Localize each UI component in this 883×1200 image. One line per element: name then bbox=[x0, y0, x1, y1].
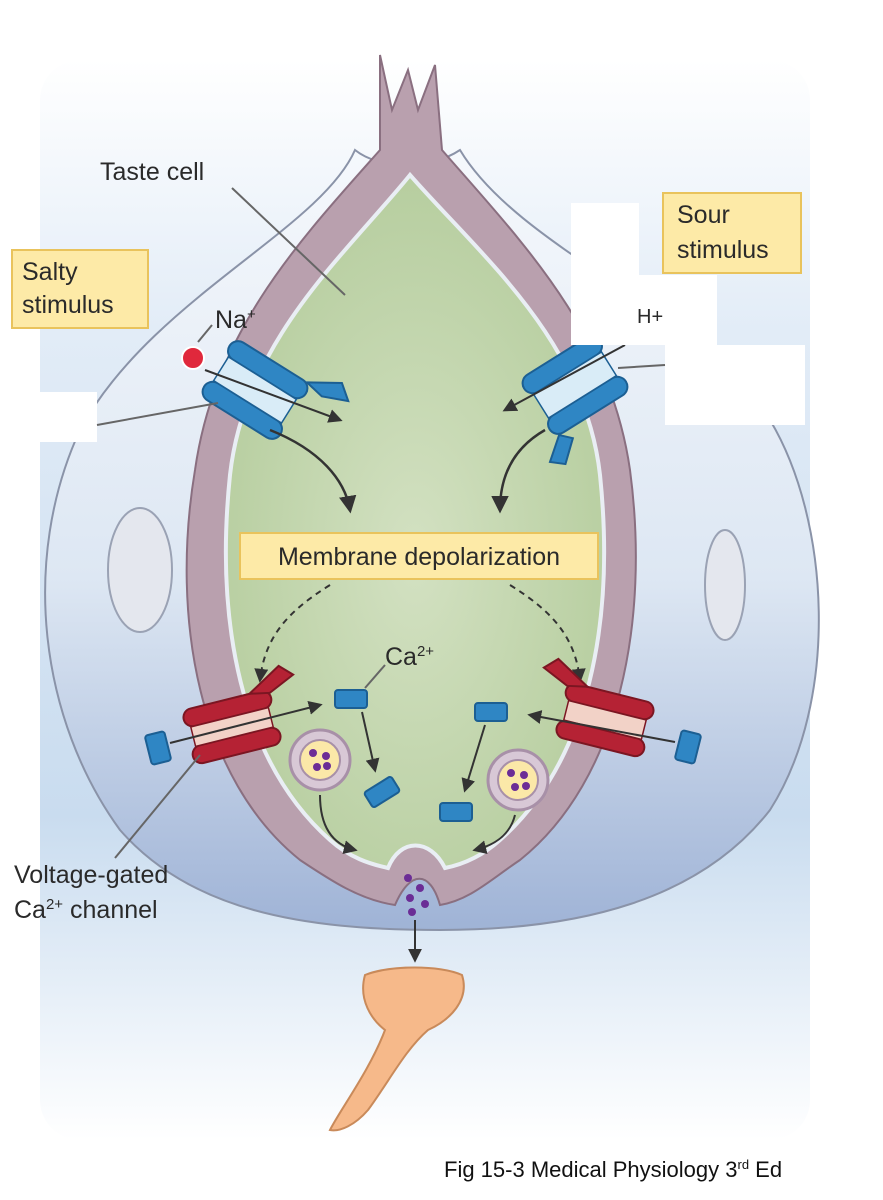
arrow-vesicle-to-release-right bbox=[472, 814, 516, 855]
calcium-ion bbox=[674, 729, 702, 765]
arrow-vesicle-to-release-left bbox=[319, 794, 358, 855]
arrow-depolarization-to-ca-channel-left bbox=[254, 584, 331, 683]
proton-influx-arrow bbox=[502, 344, 626, 412]
salty-stimulus-label-line1: Salty bbox=[22, 258, 78, 286]
support-cell-nucleus-right bbox=[704, 529, 746, 641]
channel-leader-left bbox=[96, 402, 219, 426]
vgcc-label-line1: Voltage-gated bbox=[14, 861, 168, 889]
calcium-influx-arrow bbox=[169, 700, 323, 744]
redacted-patch bbox=[571, 275, 717, 345]
synaptic-vesicle bbox=[486, 748, 550, 812]
h-plus-label: H+ bbox=[637, 306, 663, 328]
calcium-ion bbox=[144, 730, 172, 766]
proton-channel bbox=[521, 335, 629, 466]
sodium-influx-arrow bbox=[204, 369, 343, 423]
calcium-diffusion-arrow bbox=[361, 711, 380, 773]
calcium-ion bbox=[439, 802, 473, 822]
calcium-ion bbox=[334, 689, 368, 709]
arrow-salty-to-depolarization bbox=[269, 428, 357, 514]
redacted-patch bbox=[665, 345, 805, 425]
arrow-depolarization-to-ca-channel-right bbox=[509, 584, 586, 683]
redacted-patch bbox=[571, 203, 639, 275]
calcium-diffusion-arrow bbox=[461, 724, 486, 793]
vgcc-label-line2: Ca2+ channel bbox=[14, 896, 158, 924]
vgcc-leader bbox=[114, 754, 201, 859]
taste-cell-label: Taste cell bbox=[100, 158, 204, 186]
salty-stimulus-label-line2: stimulus bbox=[22, 291, 114, 319]
ca-label: Ca2+ bbox=[385, 643, 434, 671]
synaptic-vesicle bbox=[288, 728, 352, 792]
arrow-sour-to-depolarization bbox=[491, 428, 546, 514]
na-label: Na+ bbox=[215, 306, 256, 334]
sour-stimulus-label-line1: Sour bbox=[677, 201, 730, 229]
salty-stimulus-box bbox=[11, 249, 149, 329]
ca-channel-right bbox=[542, 657, 655, 758]
support-cell-nucleus-left bbox=[107, 507, 173, 633]
released-neurotransmitter bbox=[404, 874, 429, 916]
taste-cell-leader bbox=[231, 187, 346, 296]
redacted-patch bbox=[0, 392, 97, 442]
channel-leader-right bbox=[617, 364, 666, 369]
ca-leader bbox=[364, 664, 386, 689]
figure-caption: Fig 15-3 Medical Physiology 3rd Ed bbox=[444, 1157, 782, 1182]
calcium-ion bbox=[363, 776, 401, 808]
sodium-ion bbox=[181, 346, 205, 370]
na-leader bbox=[197, 324, 213, 343]
sour-stimulus-label-line2: stimulus bbox=[677, 236, 769, 264]
depolarization-label: Membrane depolarization bbox=[278, 543, 560, 571]
taste-cell-cytoplasm bbox=[223, 171, 607, 871]
sour-stimulus-box bbox=[662, 192, 802, 274]
afferent-nerve-terminal bbox=[328, 966, 465, 1132]
depolarization-box bbox=[239, 532, 599, 580]
calcium-ion bbox=[474, 702, 508, 722]
calcium-influx-arrow bbox=[527, 710, 676, 743]
